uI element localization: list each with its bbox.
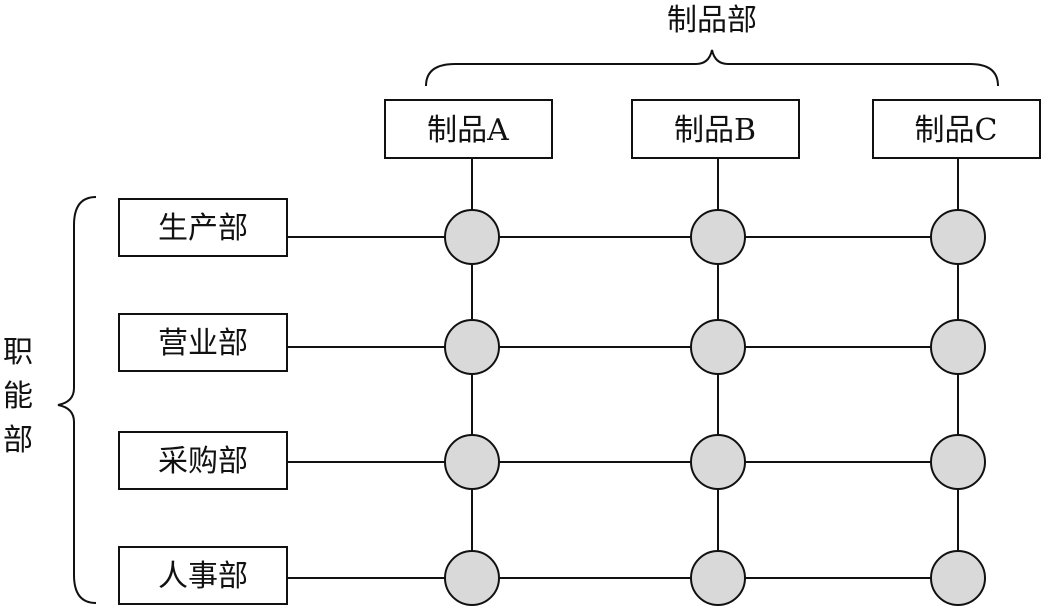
department-box-sales: 营业部 bbox=[118, 313, 288, 372]
node-sales-c bbox=[930, 319, 986, 375]
department-label: 生产部 bbox=[158, 211, 248, 246]
product-box-b: 制品B bbox=[631, 99, 800, 159]
top-group-label: 制品部 bbox=[667, 3, 757, 38]
product-box-a: 制品A bbox=[384, 99, 553, 159]
department-label: 人事部 bbox=[158, 559, 248, 594]
node-purchasing-b bbox=[690, 434, 746, 490]
department-box-production: 生产部 bbox=[118, 198, 288, 257]
node-purchasing-c bbox=[930, 434, 986, 490]
product-label: 制品A bbox=[427, 113, 509, 148]
product-label: 制品C bbox=[915, 113, 998, 148]
side-label-char: 职 bbox=[3, 335, 33, 370]
department-box-purchasing: 采购部 bbox=[118, 431, 288, 490]
node-purchasing-a bbox=[444, 434, 500, 490]
department-label: 营业部 bbox=[158, 326, 248, 361]
node-hr-b bbox=[690, 550, 746, 606]
node-hr-c bbox=[930, 550, 986, 606]
node-production-b bbox=[690, 209, 746, 265]
side-label-char: 部 bbox=[3, 423, 33, 458]
node-production-a bbox=[444, 209, 500, 265]
node-production-c bbox=[930, 209, 986, 265]
top-brace bbox=[425, 49, 999, 87]
product-box-c: 制品C bbox=[872, 99, 1041, 159]
product-label: 制品B bbox=[674, 113, 756, 148]
department-box-hr: 人事部 bbox=[118, 546, 288, 605]
side-group-label: 职 能 部 bbox=[3, 335, 33, 458]
side-label-char: 能 bbox=[3, 379, 33, 414]
node-hr-a bbox=[444, 550, 500, 606]
node-sales-a bbox=[444, 319, 500, 375]
left-brace bbox=[57, 196, 97, 604]
node-sales-b bbox=[690, 319, 746, 375]
department-label: 采购部 bbox=[158, 444, 248, 479]
